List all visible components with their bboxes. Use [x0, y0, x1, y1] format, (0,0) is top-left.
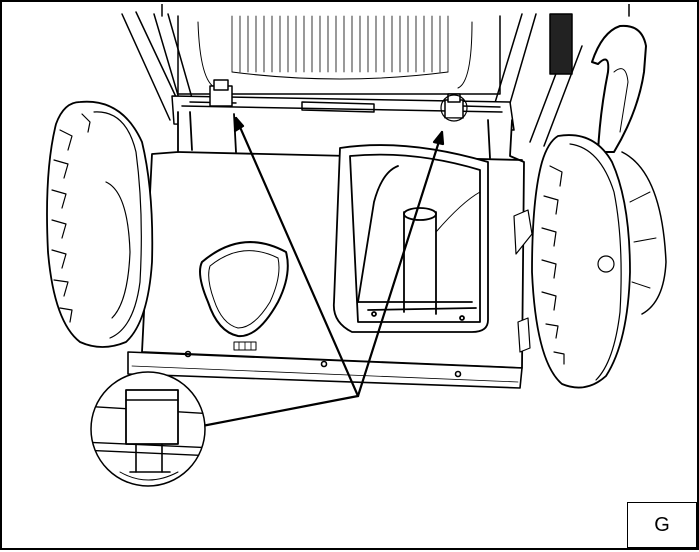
- right-wheel: [513, 134, 667, 389]
- clip-highlight-circle: [440, 94, 468, 122]
- left-wheel: [46, 100, 154, 348]
- callout-arrows: [200, 116, 445, 428]
- handle-bars: [121, 11, 647, 153]
- grass-bag: [177, 15, 501, 95]
- zoom-detail-inset: [90, 371, 206, 487]
- figure-label-box: G: [627, 502, 697, 548]
- rear-flap: [127, 350, 523, 389]
- discharge-chute: [332, 144, 489, 333]
- figure-label: G: [654, 513, 670, 536]
